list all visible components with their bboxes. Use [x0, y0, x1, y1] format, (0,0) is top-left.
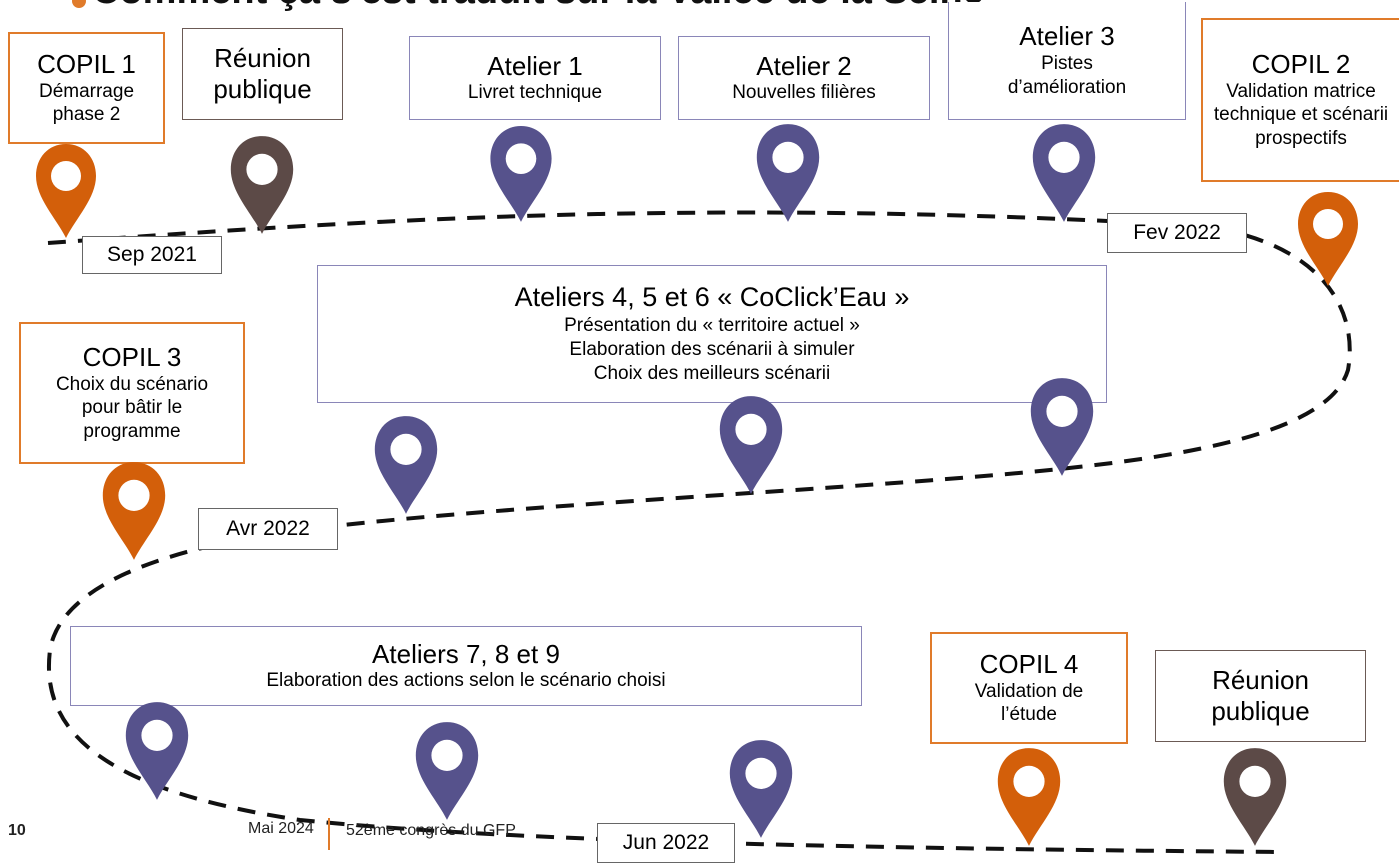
atelier1-title: Atelier 1: [487, 50, 583, 81]
ateliers789-desc: Elaboration des actions selon le scénari…: [266, 670, 666, 692]
date-label-jun-2022: Jun 2022: [597, 823, 735, 863]
ateliers456-line1: Présentation du « territoire actuel »: [564, 315, 860, 337]
ateliers789-box: Ateliers 7, 8 et 9 Elaboration des actio…: [70, 626, 862, 706]
atelier6-pin-icon: [1030, 378, 1094, 476]
date-label-fev-2022: Fev 2022: [1107, 213, 1247, 253]
copil1-title: COPIL 1: [37, 48, 136, 79]
atelier1-box: Atelier 1 Livret technique: [409, 36, 661, 120]
reunion2-box: Réunion publique: [1155, 650, 1366, 742]
reunion1-box: Réunion publique: [182, 28, 343, 120]
reunion1-pin-icon: [230, 136, 294, 234]
atelier3-box: Atelier 3 Pistes d’amélioration: [948, 2, 1186, 120]
atelier2-box: Atelier 2 Nouvelles filières: [678, 36, 930, 120]
atelier2-pin-icon: [756, 124, 820, 222]
title-bullet: [72, 0, 86, 8]
atelier3-desc: Pistes d’amélioration: [1007, 53, 1127, 98]
copil1-box: COPIL 1 Démarrage phase 2: [8, 32, 165, 144]
footer-date: Mai 2024: [248, 820, 314, 837]
copil4-box: COPIL 4 Validation de l’étude: [930, 632, 1128, 744]
copil1-desc: Démarrage phase 2: [38, 80, 135, 126]
footer-divider: [328, 818, 330, 850]
atelier8-pin-icon: [415, 722, 479, 820]
copil3-title: COPIL 3: [82, 342, 182, 373]
reunion2-title: Réunion publique: [1211, 665, 1310, 726]
ateliers456-box: Ateliers 4, 5 et 6 « CoClick’Eau » Prése…: [317, 265, 1107, 403]
ateliers456-line3: Choix des meilleurs scénarii: [593, 362, 831, 384]
copil4-desc: Validation de l’étude: [974, 680, 1084, 726]
date-label-avr-2022: Avr 2022: [198, 508, 338, 550]
ateliers456-line2: Elaboration des scénarii à simuler: [569, 339, 855, 361]
copil3-desc: Choix du scénario pour bâtir le programm…: [55, 373, 209, 443]
atelier1-pin-icon: [490, 126, 552, 222]
copil3-pin-icon: [102, 462, 166, 560]
page-number: 10: [8, 822, 26, 839]
copil4-pin-icon: [997, 748, 1061, 846]
copil3-box: COPIL 3 Choix du scénario pour bâtir le …: [19, 322, 245, 464]
atelier1-desc: Livret technique: [467, 82, 603, 104]
timeline-dashed-line: [47, 210, 1352, 854]
atelier9-pin-icon: [729, 740, 793, 838]
copil2-desc: Validation matrice technique et scénarii…: [1213, 80, 1389, 150]
copil2-pin-icon: [1298, 192, 1358, 286]
copil2-title: COPIL 2: [1251, 49, 1351, 80]
atelier3-pin-icon: [1032, 124, 1096, 222]
footer-event: 52ème congrès du GFP: [346, 822, 516, 839]
atelier3-title: Atelier 3: [1019, 21, 1115, 52]
reunion2-pin-icon: [1223, 748, 1287, 846]
slide-title: Comment ça s'est traduit sur la Vallée d…: [92, 0, 984, 13]
atelier2-desc: Nouvelles filières: [732, 82, 876, 104]
ateliers456-title: Ateliers 4, 5 et 6 « CoClick’Eau »: [514, 282, 910, 313]
date-label-sep-2021: Sep 2021: [82, 236, 222, 274]
copil1-pin-icon: [36, 144, 96, 238]
copil4-title: COPIL 4: [979, 648, 1079, 679]
atelier7-pin-icon: [125, 702, 189, 800]
ateliers789-title: Ateliers 7, 8 et 9: [372, 638, 560, 669]
reunion1-title: Réunion publique: [213, 43, 312, 104]
atelier2-title: Atelier 2: [756, 50, 852, 81]
atelier5-pin-icon: [719, 396, 783, 494]
copil2-box: COPIL 2 Validation matrice technique et …: [1201, 18, 1399, 182]
atelier4-pin-icon: [374, 416, 438, 514]
